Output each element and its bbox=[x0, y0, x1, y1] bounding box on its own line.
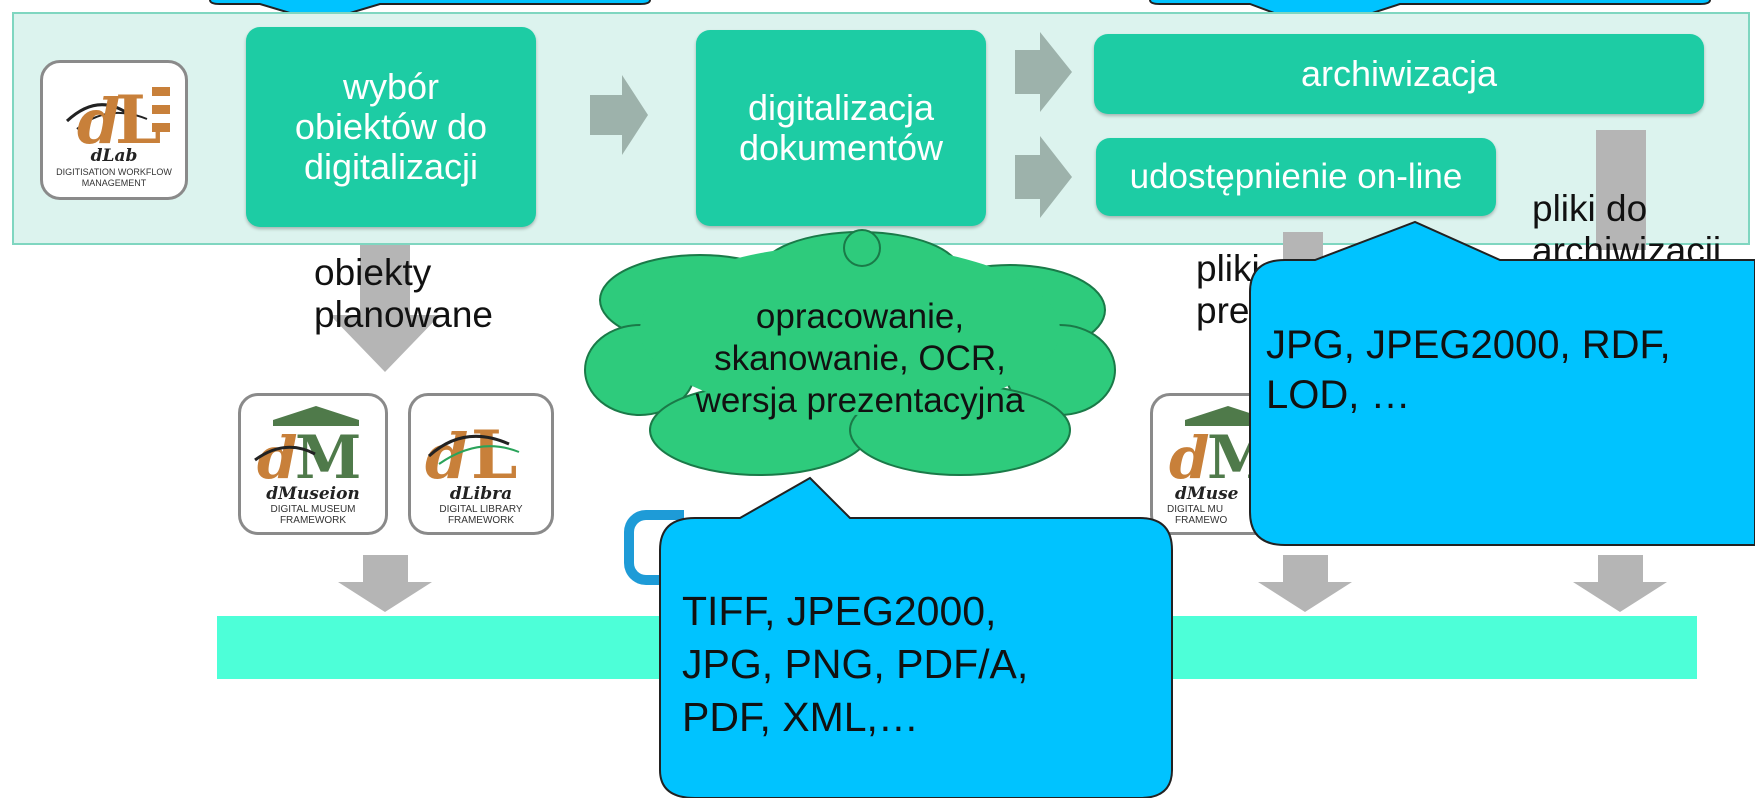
dlab-logo: d L dLab DIGITISATION WORKFLOW MANAGEMEN… bbox=[40, 60, 188, 200]
planned-objects-label-line1: obiekty bbox=[314, 252, 432, 293]
step-online-access: udostępnienie on-line bbox=[1096, 138, 1496, 216]
step-archiving: archiwizacja bbox=[1094, 34, 1704, 114]
dlab-logo-sub1: DIGITISATION WORKFLOW bbox=[56, 167, 172, 177]
dmuseion-right-logo-sub1: DIGITAL MU bbox=[1167, 504, 1224, 515]
dlibra-logo-name: dLibra bbox=[449, 484, 513, 504]
step-digitisation: digitalizacja dokumentów bbox=[696, 30, 986, 226]
presentation-files-label-line2: pre bbox=[1196, 290, 1250, 331]
dmuseion-logo-sub2: FRAMEWORK bbox=[279, 515, 347, 526]
dmuseion-logo: d M dMuseion DIGITAL MUSEUM FRAMEWORK bbox=[238, 393, 388, 535]
dlibra-logo: d L dLibra DIGITAL LIBRARY FRAMEWORK bbox=[408, 393, 554, 535]
flow-arrow-online bbox=[1015, 136, 1072, 218]
cloud-text-line1: opracowanie, bbox=[755, 297, 965, 336]
formats-archive-callout bbox=[1249, 220, 1755, 546]
step-select-objects-label: wybór obiektów do digitalizacji bbox=[294, 66, 488, 187]
formats-master-line3: PDF, XML,… bbox=[682, 694, 919, 740]
dlab-logo-mark: d L bbox=[65, 81, 170, 153]
svg-text:L: L bbox=[471, 416, 517, 486]
down-arrow-dmuseion-bottom bbox=[338, 555, 432, 612]
formats-master-line2: JPG, PNG, PDF/A, bbox=[682, 641, 1029, 687]
dmuseion-logo-mark: d M bbox=[254, 406, 361, 486]
process-cloud bbox=[584, 231, 1116, 476]
dlibra-logo-mark: d L bbox=[425, 416, 520, 486]
flow-arrow-1 bbox=[590, 75, 648, 155]
step-online-access-label: udostępnienie on-line bbox=[1129, 157, 1463, 196]
dmuseion-right-logo-name: dMuse bbox=[1175, 484, 1239, 504]
svg-text:M: M bbox=[295, 423, 361, 486]
cloud-text-line2: skanowanie, OCR, bbox=[714, 339, 1006, 378]
planned-objects-label-line2: planowane bbox=[314, 294, 493, 335]
archive-files-label-line1: pliki do bbox=[1532, 188, 1648, 229]
down-arrow-mid-bottom bbox=[1258, 555, 1352, 612]
blue-fragment bbox=[624, 510, 684, 585]
process-cloud-text: opracowanie, skanowanie, OCR, wersja pre… bbox=[640, 296, 1080, 422]
cloud-knob bbox=[843, 229, 881, 267]
step-select-objects: wybór obiektów do digitalizacji bbox=[246, 27, 536, 227]
step-digitisation-label: digitalizacja dokumentów bbox=[738, 87, 944, 168]
dlibra-logo-sub1: DIGITAL LIBRARY bbox=[439, 504, 523, 515]
down-arrow-right-bottom bbox=[1573, 555, 1667, 612]
flow-arrow-archiving bbox=[1015, 32, 1072, 112]
step-archiving-label: archiwizacja bbox=[1300, 53, 1498, 94]
dlibra-logo-sub2: FRAMEWORK bbox=[447, 515, 515, 526]
dlab-logo-sub2: MANAGEMENT bbox=[81, 178, 147, 188]
formats-master-text: TIFF, JPEG2000, JPG, PNG, PDF/A, PDF, XM… bbox=[682, 585, 1028, 744]
dmuseion-logo-name: dMuseion bbox=[266, 484, 360, 504]
cloud-text-line3: wersja prezentacyjna bbox=[695, 381, 1025, 420]
presentation-files-label-line1: pliki bbox=[1196, 248, 1260, 289]
formats-archive-line1: JPG, JPEG2000, RDF, bbox=[1266, 323, 1671, 367]
dlab-logo-name: dLab bbox=[90, 146, 138, 166]
dmuseion-right-logo-sub2: FRAMEWO bbox=[1175, 515, 1228, 526]
down-arrow-archive bbox=[1596, 130, 1646, 250]
formats-archive-line2: LOD, … bbox=[1266, 373, 1411, 417]
down-arrow-planned bbox=[330, 245, 440, 372]
svg-text:d: d bbox=[1169, 424, 1210, 486]
svg-text:d: d bbox=[77, 85, 120, 153]
formats-archive-text: JPG, JPEG2000, RDF, LOD, … bbox=[1266, 320, 1671, 420]
formats-master-line1: TIFF, JPEG2000, bbox=[682, 588, 997, 634]
dmuseion-logo-sub1: DIGITAL MUSEUM bbox=[270, 504, 356, 515]
